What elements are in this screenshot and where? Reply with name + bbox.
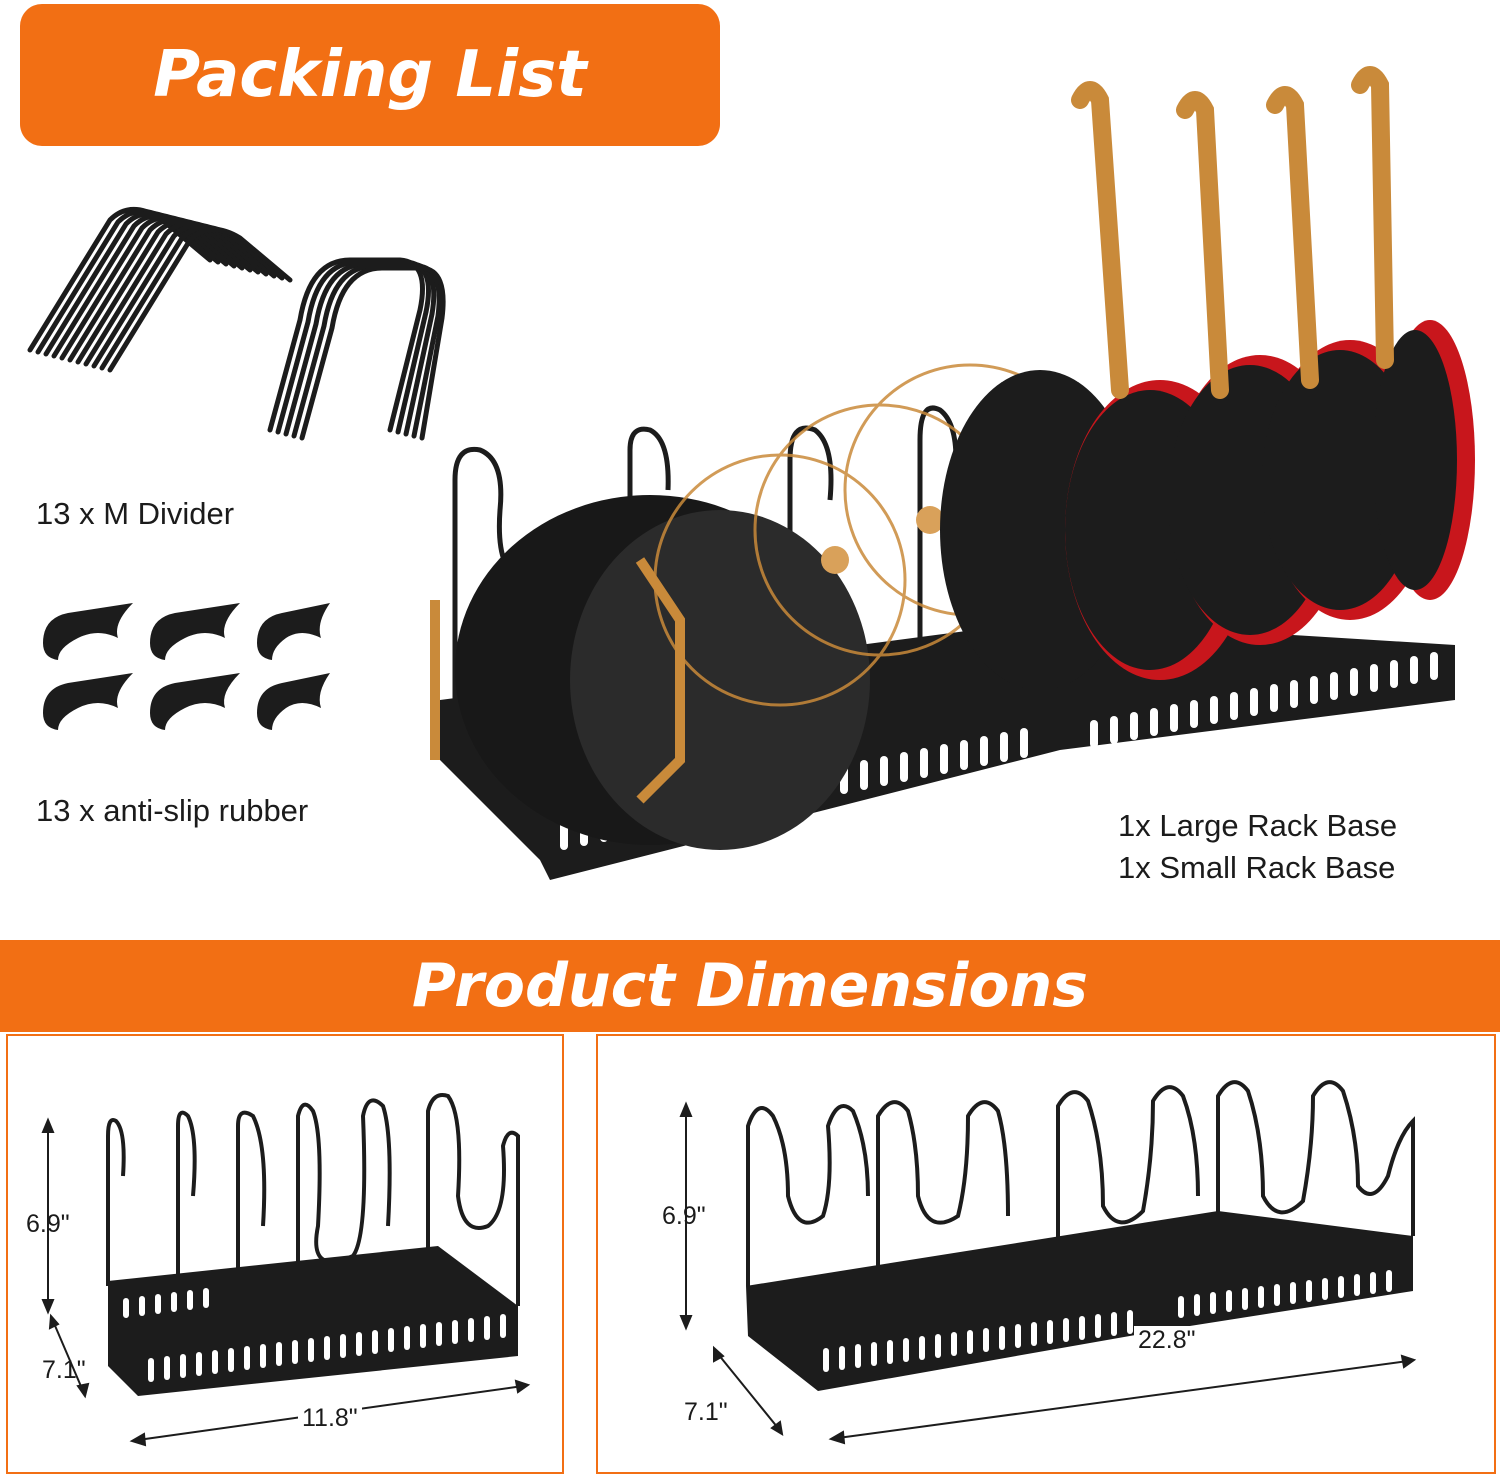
- small-rack-height-label: 6.9": [26, 1210, 70, 1238]
- small-rack-length-label: 11.8": [298, 1404, 362, 1433]
- large-rack-depth-label: 7.1": [684, 1398, 728, 1426]
- small-rack-image: [41, 1093, 531, 1447]
- large-rack-image: [679, 1080, 1417, 1445]
- product-dimensions-title: Product Dimensions: [412, 951, 1088, 1021]
- large-rack-dimension-panel: 6.9" 7.1" 22.8": [596, 1034, 1496, 1474]
- rack-with-cookware-image: [430, 66, 1475, 880]
- m-divider-label: 13 x M Divider: [36, 496, 235, 531]
- packing-list-title: Packing List: [153, 38, 587, 112]
- small-rack-base-label: 1x Small Rack Base: [1118, 850, 1396, 885]
- large-rack-height-label: 6.9": [662, 1202, 706, 1230]
- anti-slip-rubber-label: 13 x anti-slip rubber: [36, 793, 309, 828]
- anti-slip-rubber-image: [43, 603, 330, 730]
- packing-list-banner: Packing List: [20, 4, 720, 146]
- small-rack-dimension-panel: 6.9" 7.1" 11.8": [6, 1034, 564, 1474]
- large-rack-length-label: 22.8": [1134, 1326, 1200, 1355]
- small-rack-depth-label: 7.1": [42, 1356, 86, 1384]
- m-divider-stack-image: [27, 207, 446, 441]
- large-rack-base-label: 1x Large Rack Base: [1118, 808, 1398, 843]
- product-dimensions-banner: Product Dimensions: [0, 940, 1500, 1032]
